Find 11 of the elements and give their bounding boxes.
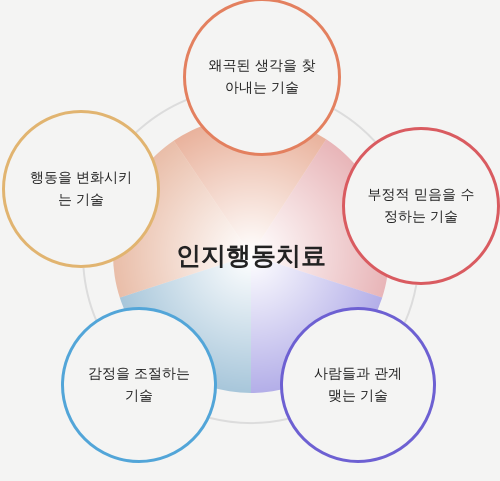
ring-arc — [210, 416, 288, 424]
center-title: 인지행동치료 — [176, 240, 326, 272]
skill-circle: 감정을 조절하는 기술 — [61, 307, 217, 463]
ring-arc — [135, 99, 187, 134]
skill-circle: 왜곡된 생각을 찾아내는 기술 — [183, 0, 341, 156]
skill-circle: 사람들과 관계 맺는 기술 — [280, 307, 436, 463]
ring-arc — [334, 108, 376, 142]
skill-circle: 부정적 믿음을 수정하는 기술 — [342, 127, 500, 285]
ring-arc — [82, 268, 97, 320]
skill-circle: 행동을 변화시키는 기술 — [2, 110, 160, 268]
ring-arc — [404, 284, 418, 323]
